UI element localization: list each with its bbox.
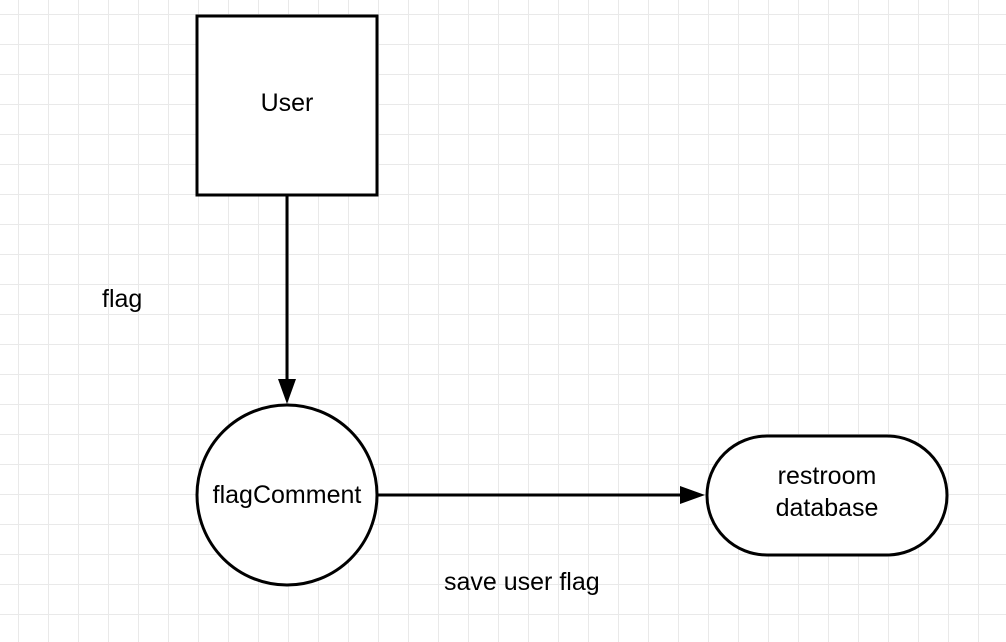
node-restroom-database[interactable]: restroom database xyxy=(705,434,949,557)
edge-user-to-flag-comment[interactable] xyxy=(278,196,296,404)
node-restroom-database-shape xyxy=(705,434,949,557)
node-restroom-database-label-line2: database xyxy=(776,494,879,522)
node-restroom-database-label-line1: restroom xyxy=(778,462,877,490)
edge-label-flag: flag xyxy=(102,285,142,313)
edge-label-save-user-flag: save user flag xyxy=(444,568,600,596)
arrowhead-down-icon xyxy=(278,379,296,404)
node-flag-comment[interactable]: flagComment xyxy=(195,403,379,587)
node-user-label: User xyxy=(261,89,314,117)
node-user-shape xyxy=(195,14,379,197)
node-flag-comment-shape xyxy=(195,403,379,587)
node-user[interactable]: User xyxy=(195,14,379,197)
node-flag-comment-label: flagComment xyxy=(213,481,362,509)
edge-flag-comment-to-database[interactable] xyxy=(378,486,705,504)
arrowhead-right-icon xyxy=(680,486,705,504)
